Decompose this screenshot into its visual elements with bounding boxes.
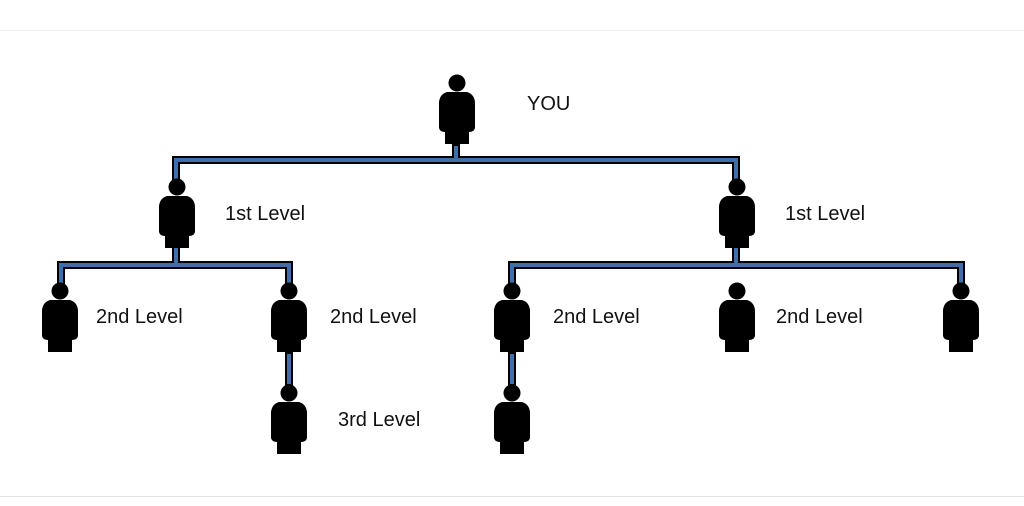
person-icon-level2-d: [719, 282, 755, 352]
label-you: YOU: [527, 93, 571, 115]
label-level1-left: 1st Level: [225, 203, 306, 225]
bottom-divider: [0, 496, 1024, 497]
label-level2-a: 2nd Level: [96, 306, 183, 328]
connector-lines: [57, 144, 965, 386]
person-icon-level1-right: [719, 178, 755, 248]
person-icon-level1-left: [159, 178, 195, 248]
person-icon-level2-e: [943, 282, 979, 352]
label-level2-c: 2nd Level: [553, 306, 640, 328]
label-level2-b: 2nd Level: [330, 306, 417, 328]
label-level1-right: 1st Level: [785, 203, 866, 225]
label-level3-a: 3rd Level: [338, 409, 421, 431]
label-level2-d: 2nd Level: [776, 306, 863, 328]
person-icon-level2-c: [494, 282, 530, 352]
top-divider: [0, 30, 1024, 31]
person-icon-level3-a: [271, 384, 307, 454]
person-icon-level3-b: [494, 384, 530, 454]
person-icon-you: [439, 74, 475, 144]
person-icon-level2-b: [271, 282, 307, 352]
person-icon-level2-a: [42, 282, 78, 352]
